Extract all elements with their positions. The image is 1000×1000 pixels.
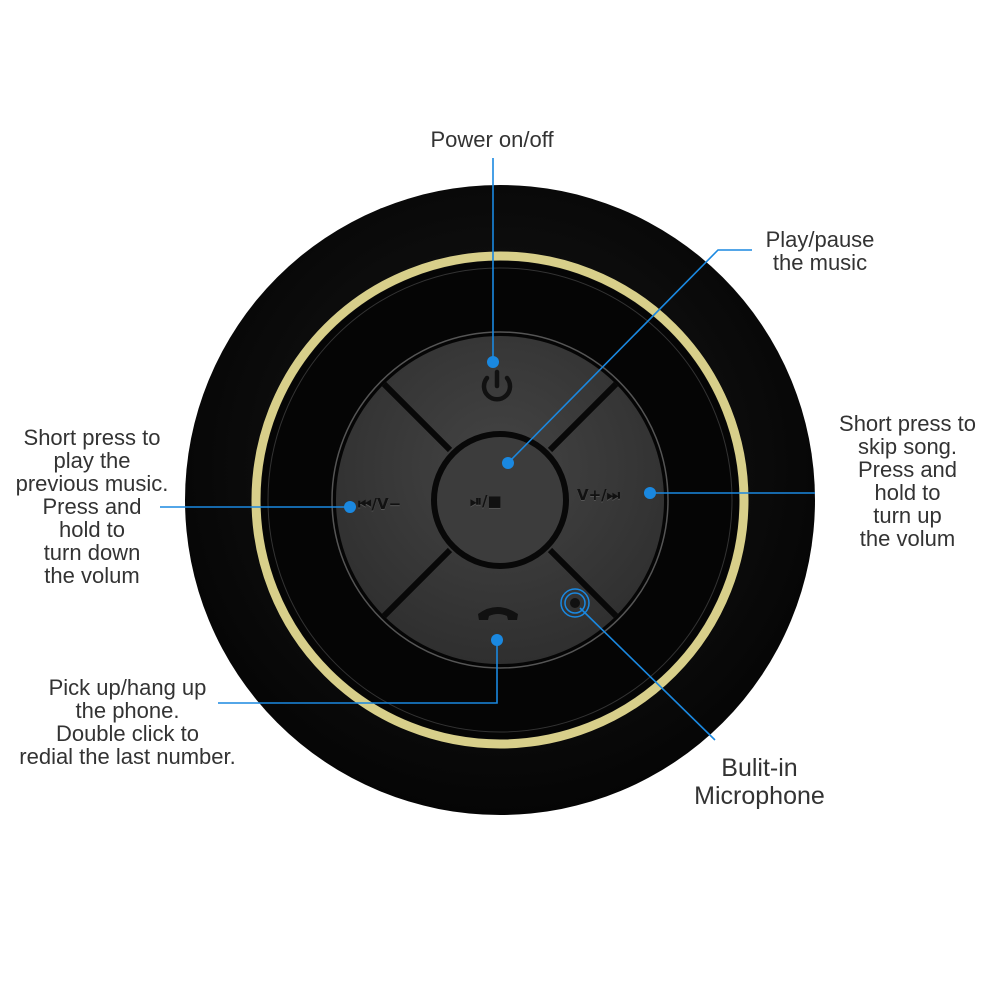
next-volume-up-button[interactable]: V+/⏭ <box>577 486 621 504</box>
label-previous: Short press to play the previous music. … <box>15 425 169 588</box>
power-icon[interactable] <box>481 369 513 402</box>
gold-ring <box>251 251 749 749</box>
label-microphone: Bulit-in Microphone <box>694 754 825 810</box>
label-power: Power on/off <box>430 127 554 152</box>
microphone-icon <box>560 588 590 618</box>
phone-icon[interactable] <box>478 607 518 620</box>
callout-dots <box>344 356 656 646</box>
play-pause-button[interactable] <box>431 431 569 569</box>
previous-volume-down-button[interactable]: ⏮/V− <box>358 495 402 513</box>
label-play-pause: Play/pause the music <box>765 227 875 275</box>
leader-lines <box>160 158 815 741</box>
label-phone: Pick up/hang up the phone. Double click … <box>19 675 236 769</box>
label-next: Short press to skip song. Press and hold… <box>839 411 976 551</box>
play-pause-button-label[interactable]: ⏯/■ <box>470 492 502 510</box>
